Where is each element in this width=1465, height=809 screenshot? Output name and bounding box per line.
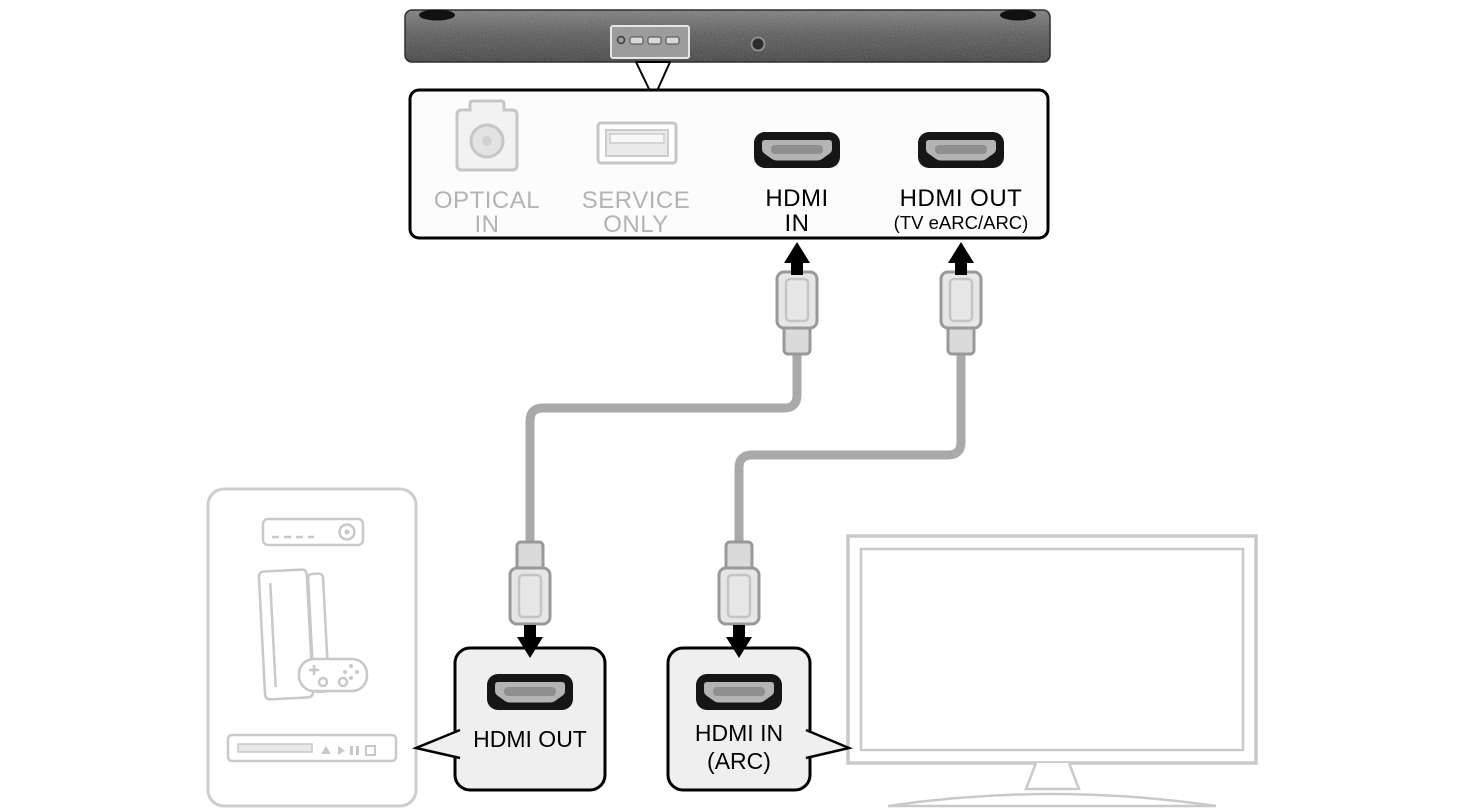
- soundbar-outline: [404, 9, 1051, 63]
- hdmi-out-label-line1: HDMI OUT: [900, 185, 1023, 212]
- hdmi-in-label-line1: HDMI: [765, 185, 828, 212]
- hdmi-in-port-icon: [754, 132, 840, 168]
- callout-pointer: [635, 61, 671, 92]
- hdmi-out-label-line2: (TV eARC/ARC): [894, 212, 1029, 233]
- tv-hdmi-in-label-line2: (ARC): [707, 748, 771, 774]
- soundbar-screw-right: [1000, 9, 1036, 21]
- hdmi-out-port-icon: [918, 132, 1004, 168]
- port-slot-icon: [647, 36, 662, 45]
- hdmi-plug-top-left: [775, 270, 819, 356]
- hdmi-cable-right: [734, 348, 966, 550]
- usb-service-icon: [596, 121, 678, 165]
- optical-in-label-line2: IN: [475, 211, 500, 238]
- port-slot-icon: [629, 36, 644, 45]
- tv-stand-base: [887, 792, 1217, 808]
- tv-hdmi-in-box: HDMI IN (ARC): [666, 646, 854, 792]
- arrow-up-hdmi-in: [784, 242, 810, 275]
- source-hdmi-out-port-icon: [487, 674, 573, 710]
- callout-tail-right-fill: [806, 730, 849, 758]
- settop-box-icon: [261, 517, 365, 547]
- source-hdmi-out-frame: [453, 646, 607, 792]
- tv-screen: [859, 547, 1245, 752]
- tv-hdmi-in-port-icon: [696, 674, 782, 710]
- hdmi-in-port: HDMI IN: [754, 132, 840, 237]
- tv-icon: [846, 534, 1258, 808]
- hdmi-plug-top-right: [939, 270, 983, 356]
- source-hdmi-out-label: HDMI OUT: [473, 726, 587, 752]
- soundbar-screw-left: [419, 9, 455, 21]
- bluray-player-icon: [226, 733, 398, 763]
- hdmi-plug-bottom-right: [717, 540, 761, 626]
- rear-panel-frame: [408, 88, 1050, 240]
- hdmi-out-port: HDMI OUT (TV eARC/ARC): [894, 132, 1029, 233]
- service-only-label-line2: ONLY: [603, 211, 669, 238]
- game-console-icon: [257, 568, 369, 701]
- callout-tail-left: [411, 728, 461, 760]
- optical-in-icon: [455, 99, 519, 172]
- hdmi-cable-left: [525, 348, 802, 550]
- hdmi-plug-bottom-left: [508, 540, 552, 626]
- soundbar-button-icon: [750, 36, 766, 52]
- optical-in-port: OPTICAL IN: [434, 99, 540, 238]
- service-only-label-line1: SERVICE: [582, 187, 690, 214]
- soundbar: [404, 9, 1051, 63]
- optical-in-label-line1: OPTICAL: [434, 187, 540, 214]
- rear-panel: OPTICAL IN SERVICE ONLY HDMI IN HDMI OUT…: [408, 88, 1050, 240]
- source-devices-panel: [206, 487, 418, 808]
- tv-stand-neck: [1024, 762, 1081, 791]
- tv-hdmi-in-label-line1: HDMI IN: [695, 720, 783, 746]
- callout-tail-left-fill: [416, 730, 460, 758]
- soundbar-grille-texture: [405, 10, 1050, 62]
- callout-tail-right: [805, 728, 854, 760]
- service-only-port: SERVICE ONLY: [582, 121, 690, 238]
- arrow-up-hdmi-out: [948, 242, 974, 275]
- port-slot-icon: [665, 36, 680, 45]
- source-hdmi-out-box: HDMI OUT: [411, 646, 607, 792]
- soundbar-rear-connector-area: [610, 25, 690, 59]
- power-icon: [616, 35, 626, 45]
- hdmi-in-label-line2: IN: [785, 210, 810, 237]
